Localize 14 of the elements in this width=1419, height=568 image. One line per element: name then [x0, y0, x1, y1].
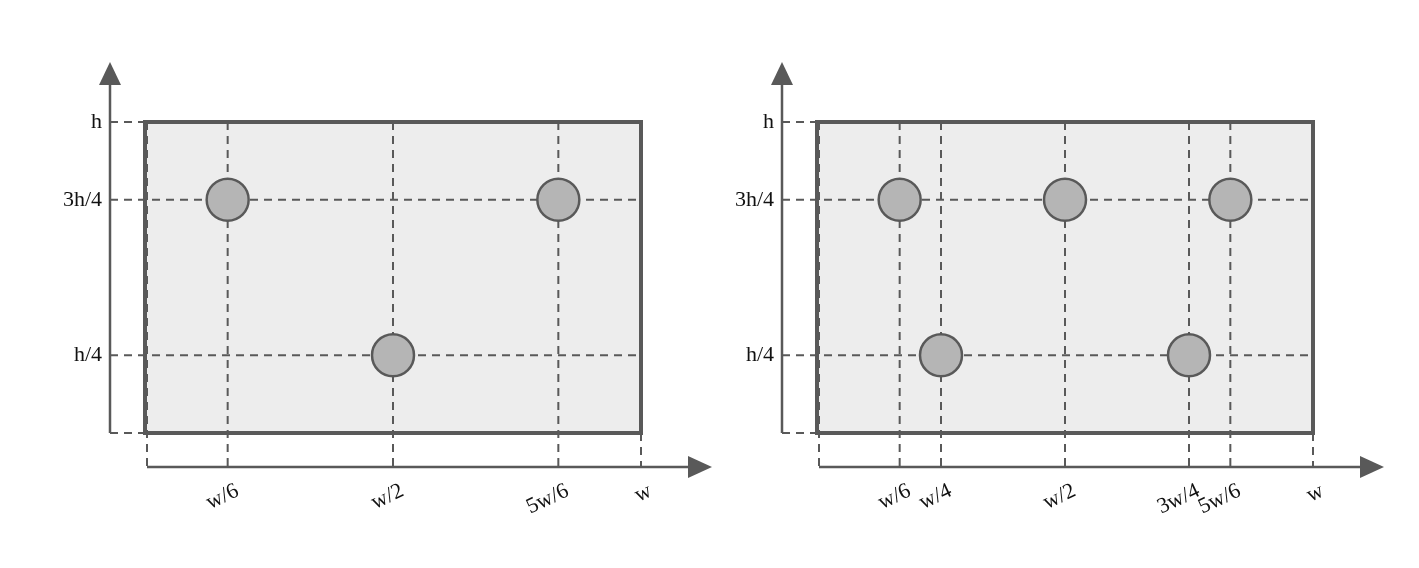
axis-tick-label: w/2: [367, 478, 408, 514]
axis-tick-label: 3h/4: [62, 186, 102, 211]
axis-tick-label: w/2: [1039, 478, 1080, 514]
axis-tick-label: h: [91, 109, 102, 133]
axis-tick-label: h/4: [745, 342, 774, 367]
axis-tick-label: w: [630, 478, 656, 507]
axis-tick-label: 5w/6: [522, 478, 573, 519]
axis-tick-label: w/6: [201, 478, 242, 514]
axis-tick-label: w: [1302, 478, 1328, 507]
axis-tick-label: h/4: [73, 342, 102, 367]
axis-tick-label: w/6: [873, 478, 914, 514]
axis-tick-label: w/4: [915, 478, 956, 514]
axis-tick-label: h: [763, 109, 774, 133]
axis-tick-label: 3h/4: [734, 186, 774, 211]
